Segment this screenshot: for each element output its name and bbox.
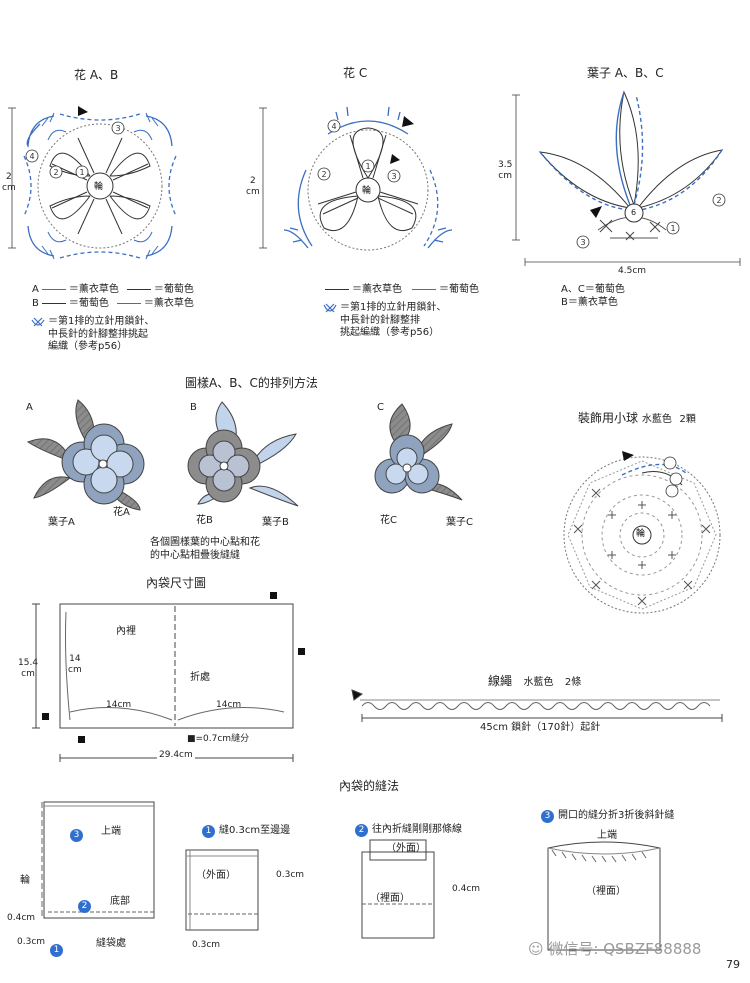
step-2-dim: 0.4cm [452, 884, 481, 894]
pocket-seam-note: ■=0.7cm縫分 [187, 734, 250, 744]
arrangement-c [374, 403, 463, 501]
ball-chart [563, 451, 721, 614]
leaves-width: 4.5cm [618, 266, 647, 276]
pocket-fold: 折處 [190, 672, 210, 683]
svg-text:3: 3 [580, 238, 585, 247]
pocket-size-title: 內袋尺寸圖 [146, 576, 207, 590]
arrangement-b-leaf: 葉子B [262, 517, 289, 528]
cord-length: 45cm 鎖針（170針）起針 [480, 722, 601, 733]
svg-text:4: 4 [331, 122, 336, 131]
sewing-main-pocket: 縫袋處 [96, 938, 126, 949]
step-3-top: 上端 [597, 830, 617, 841]
arrangement-a-leaf: 葉子A [48, 517, 75, 528]
flower-ab-legend-b: B＝葡萄色＝薰衣草色 [32, 298, 194, 309]
step-2-face-in: （裡面） [370, 893, 410, 904]
sewing-main-top: 上端 [101, 826, 121, 837]
leaves-title: 葉子 A、B、C [587, 66, 664, 80]
flower-c-ring: 輪 [362, 186, 372, 196]
leaves-height: 3.5 cm [498, 160, 513, 182]
page-number: 79 [726, 958, 740, 971]
leaves-legend-2: B＝薰衣草色 [561, 297, 618, 308]
flower-ab-size: 2 cm [2, 172, 16, 194]
leaves-legend-1: A、C＝葡萄色 [561, 284, 625, 295]
flower-c-size: 2 cm [246, 176, 260, 198]
sewing-title: 內袋的縫法 [339, 779, 400, 793]
flower-ab-note: ＝第1排的立針用鎖針、 中長針的針腳整排挑起 編織（參考p56） [48, 316, 155, 352]
arrangement-a-flower: 花A [113, 507, 130, 518]
sewing-main-seam-out: 0.4cm [7, 913, 36, 923]
arrangement-c-key: C [377, 402, 384, 413]
svg-text:1: 1 [79, 168, 84, 177]
step-1-marker: 1 [50, 944, 67, 957]
svg-text:2: 2 [716, 196, 721, 205]
pocket-half-right: 14cm [216, 700, 242, 710]
svg-text:1: 1 [365, 162, 370, 171]
svg-text:3: 3 [115, 124, 120, 133]
arrangement-title: 圖樣A、B、C的排列方法 [185, 376, 318, 390]
sewing-diagrams [41, 801, 661, 951]
step-2-face-out: （外面） [386, 843, 426, 854]
flower-ab-legend-a: A＝薰衣草色＝葡萄色 [32, 284, 194, 295]
pocket-lining: 內裡 [116, 626, 136, 637]
step-3-marker: 3 [70, 829, 87, 842]
step-3-face: （裡面） [586, 886, 626, 897]
ball-title: 裝飾用小球 水藍色 2顆 [578, 411, 696, 425]
watermark: ☺ 微信号: QSBZF88888 [528, 940, 702, 958]
leaves-chart: 1 2 3 [512, 90, 741, 266]
flower-ab-ring: 輪 [94, 182, 104, 192]
stitch-symbol-icon [31, 317, 45, 327]
pocket-height-total: 15.4 cm [18, 658, 39, 680]
arrangement-b [187, 401, 299, 507]
svg-text:2: 2 [321, 170, 326, 179]
flower-c-legend: ＝薰衣草色＝葡萄色 [322, 284, 479, 297]
sewing-main-bottom: 底部 [110, 896, 130, 907]
flower-ab-title: 花 A、B [74, 68, 119, 82]
cord-diagram [351, 689, 723, 722]
wechat-icon: ☺ [528, 940, 549, 958]
arrangement-b-key: B [190, 402, 197, 413]
pocket-size-diagram [32, 592, 305, 762]
arrangement-b-flower: 花B [196, 515, 213, 526]
stitch-symbol-icon [323, 303, 337, 313]
step-1-dim-1: 0.3cm [276, 870, 305, 880]
arrangement-a [26, 399, 145, 511]
pocket-width-total: 29.4cm [157, 750, 195, 762]
step-2-marker: 2 [78, 900, 95, 913]
svg-text:4: 4 [29, 152, 34, 161]
arrangement-c-flower: 花C [380, 515, 397, 526]
sewing-main-seam-in: 0.3cm [17, 937, 46, 947]
flower-ab-chart: 1 3 4 2 [8, 106, 177, 260]
svg-text:1: 1 [670, 224, 675, 233]
ball-ring: 輪 [636, 529, 646, 539]
cord-title: 線繩 水藍色 2條 [488, 674, 582, 688]
svg-text:3: 3 [391, 172, 396, 181]
arrangement-a-key: A [26, 402, 33, 413]
leaves-center: 6 [631, 208, 637, 217]
step-1-face: （外面） [196, 870, 236, 881]
arrangement-note: 各個圖樣葉的中心點和花 的中心點相疊後縫縫 [150, 537, 260, 561]
step-1-dim-2: 0.3cm [192, 940, 221, 950]
sewing-main-ring: 輪 [20, 875, 30, 886]
flower-c-chart: 1 2 4 3 [259, 106, 453, 251]
flower-c-note: ＝第1排的立針用鎖針、 中長針的針腳整排 挑起編織（參考p56） [340, 302, 447, 338]
pocket-height-inner: 14 cm [68, 654, 82, 676]
arrangement-c-leaf: 葉子C [446, 517, 473, 528]
svg-text:2: 2 [53, 168, 58, 177]
pocket-half-left: 14cm [106, 700, 132, 710]
flower-c-title: 花 C [343, 66, 368, 80]
